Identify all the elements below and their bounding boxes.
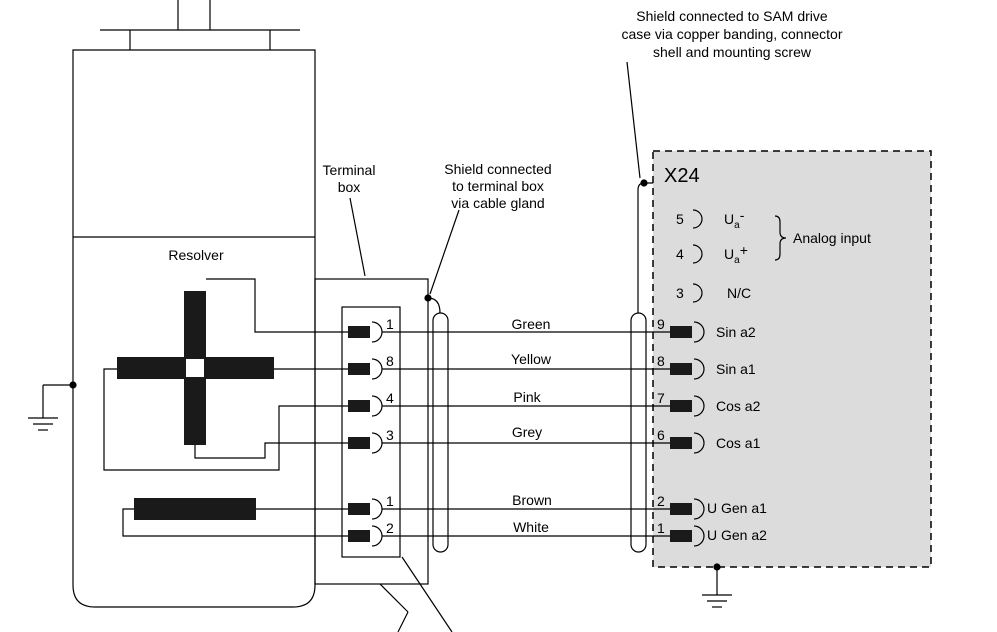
motor-ground-symbol bbox=[28, 381, 77, 431]
annotation-line: Shield connected to SAM drive bbox=[636, 8, 828, 24]
connector-pin-number: 1 bbox=[657, 520, 665, 536]
connector-pin-number: 7 bbox=[657, 390, 665, 406]
terminal-box-annotation: Terminal box bbox=[323, 162, 376, 195]
connector-pin-label: Cos a1 bbox=[716, 435, 761, 451]
terminal-pin bbox=[348, 358, 383, 380]
terminal-pins bbox=[348, 321, 383, 547]
connector-pin-label: Sin a1 bbox=[716, 361, 756, 377]
resolver-internal-wiring bbox=[103, 278, 348, 537]
annotation-line: Terminal bbox=[323, 162, 376, 178]
connector-top-pin-label: Ua- bbox=[724, 207, 745, 231]
cable-shields bbox=[424, 61, 653, 553]
wire-label-white: White bbox=[513, 519, 549, 535]
wire-label-grey: Grey bbox=[512, 424, 542, 440]
connector-pin-labels: Sin a2 Sin a1 Cos a2 Cos a1 U Gen a1 U G… bbox=[707, 324, 767, 543]
terminal-pin-numbers: 1 8 4 3 1 2 bbox=[386, 316, 394, 536]
wire-label-green: Green bbox=[512, 316, 551, 332]
connector-pin-numbers: 9 8 7 6 2 1 bbox=[657, 316, 665, 536]
terminal-pin bbox=[348, 432, 383, 454]
connector-top-pin-number: 5 bbox=[676, 211, 684, 227]
terminal-pin-number: 1 bbox=[386, 493, 394, 509]
terminal-pin bbox=[348, 525, 383, 547]
connector-top-pin-label: N/C bbox=[727, 285, 751, 301]
annotation-line: box bbox=[338, 179, 361, 195]
connector-pin-number: 6 bbox=[657, 427, 665, 443]
connector-title: X24 bbox=[664, 165, 700, 187]
cable-wires bbox=[382, 331, 670, 537]
terminal-pin bbox=[348, 321, 383, 343]
connector-top-pin-label: Ua+ bbox=[724, 242, 748, 266]
wire-label-yellow: Yellow bbox=[511, 351, 552, 367]
annotation-line: case via copper banding, connector bbox=[621, 26, 842, 42]
connector-ground-symbol bbox=[702, 563, 732, 608]
terminal-pin-number: 3 bbox=[386, 427, 394, 443]
terminal-pin bbox=[348, 498, 383, 520]
annotation-line: to terminal box bbox=[452, 178, 544, 194]
terminal-box bbox=[314, 197, 453, 632]
motor-body bbox=[72, 0, 316, 608]
connector-pin-label: U Gen a1 bbox=[707, 500, 767, 516]
resolver-windings bbox=[117, 291, 274, 520]
wire-label-pink: Pink bbox=[513, 389, 541, 405]
terminal-pin-number: 1 bbox=[386, 316, 394, 332]
connector-pin-label: Cos a2 bbox=[716, 398, 761, 414]
annotation-line: via cable gland bbox=[451, 195, 544, 211]
connector-x24: X24 5 Ua- 4 Ua+ 3 N/C Analog input bbox=[652, 150, 932, 568]
terminal-pin-number: 8 bbox=[386, 353, 394, 369]
resolver-label: Resolver bbox=[168, 247, 224, 263]
shield-drive-annotation: Shield connected to SAM drive case via c… bbox=[621, 8, 842, 60]
terminal-pin-number: 2 bbox=[386, 520, 394, 536]
analog-input-brace bbox=[774, 215, 787, 261]
connector-pins bbox=[670, 321, 705, 547]
annotation-line: Shield connected bbox=[444, 161, 551, 177]
wire-color-labels: Green Yellow Pink Grey Brown White bbox=[511, 316, 552, 535]
analog-input-label: Analog input bbox=[793, 230, 871, 246]
wire-label-brown: Brown bbox=[512, 492, 552, 508]
connector-pin-label: U Gen a2 bbox=[707, 527, 767, 543]
terminal-pin-number: 4 bbox=[386, 390, 394, 406]
connector-pin-number: 2 bbox=[657, 493, 665, 509]
terminal-pin bbox=[348, 395, 383, 417]
annotation-line: shell and mounting screw bbox=[653, 44, 812, 60]
connector-top-pin-number: 3 bbox=[676, 285, 684, 301]
connector-top-pin-number: 4 bbox=[676, 246, 684, 262]
connector-pin-label: Sin a2 bbox=[716, 324, 756, 340]
shield-terminal-annotation: Shield connected to terminal box via cab… bbox=[444, 161, 551, 211]
connector-pin-number: 8 bbox=[657, 353, 665, 369]
connector-pin-number: 9 bbox=[657, 316, 665, 332]
